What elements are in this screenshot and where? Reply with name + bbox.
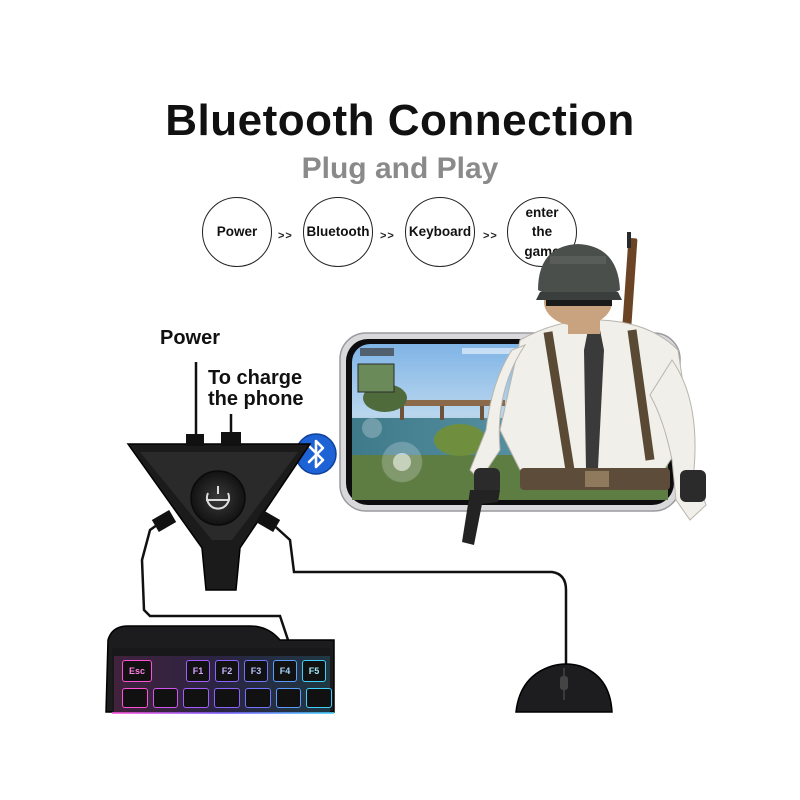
key-label: Esc bbox=[128, 666, 145, 676]
key-row bbox=[122, 688, 333, 708]
step-enter-the-game: enter the game bbox=[507, 197, 577, 267]
key bbox=[152, 688, 179, 708]
key-label: F2 bbox=[221, 666, 233, 676]
key-label: F5 bbox=[308, 666, 320, 676]
key-f2: F2 bbox=[215, 660, 239, 682]
adapter-device bbox=[126, 432, 312, 591]
step-keyboard: Keyboard bbox=[405, 197, 475, 267]
key bbox=[306, 688, 333, 708]
key bbox=[214, 688, 240, 708]
keyboard-keys: Esc F1 F2 F3 F4 F5 bbox=[122, 660, 333, 710]
step-label: Bluetooth bbox=[306, 224, 370, 240]
key bbox=[275, 688, 302, 708]
power-callout: Power bbox=[160, 327, 221, 349]
page-title: Bluetooth Connection bbox=[165, 96, 635, 145]
adapter-cables bbox=[140, 518, 568, 680]
step-label: Keyboard bbox=[408, 224, 472, 240]
step-separator: >> bbox=[278, 230, 293, 242]
key bbox=[183, 688, 210, 708]
game-character bbox=[462, 232, 707, 545]
step-separator: >> bbox=[483, 230, 498, 242]
step-power: Power bbox=[202, 197, 272, 267]
step-separator: >> bbox=[380, 230, 395, 242]
charge-callout: To charge the phone bbox=[208, 368, 304, 410]
key-f4: F4 bbox=[273, 660, 297, 682]
page-subtitle: Plug and Play bbox=[301, 152, 499, 185]
key-esc: Esc bbox=[122, 660, 152, 682]
key-label: F4 bbox=[279, 666, 291, 676]
charge-callout-line1: To charge bbox=[208, 367, 303, 389]
key-f1: F1 bbox=[186, 660, 210, 682]
key-label: F3 bbox=[250, 666, 262, 676]
gaming-mouse bbox=[515, 663, 613, 713]
key bbox=[122, 688, 148, 708]
key-label: F1 bbox=[192, 666, 204, 676]
charge-callout-line2: the phone bbox=[208, 388, 304, 410]
key bbox=[244, 688, 271, 708]
step-label: Power bbox=[216, 224, 258, 240]
key-f3: F3 bbox=[244, 660, 268, 682]
key-f5: F5 bbox=[302, 660, 326, 682]
step-bluetooth: Bluetooth bbox=[303, 197, 373, 267]
power-icon bbox=[190, 470, 246, 526]
